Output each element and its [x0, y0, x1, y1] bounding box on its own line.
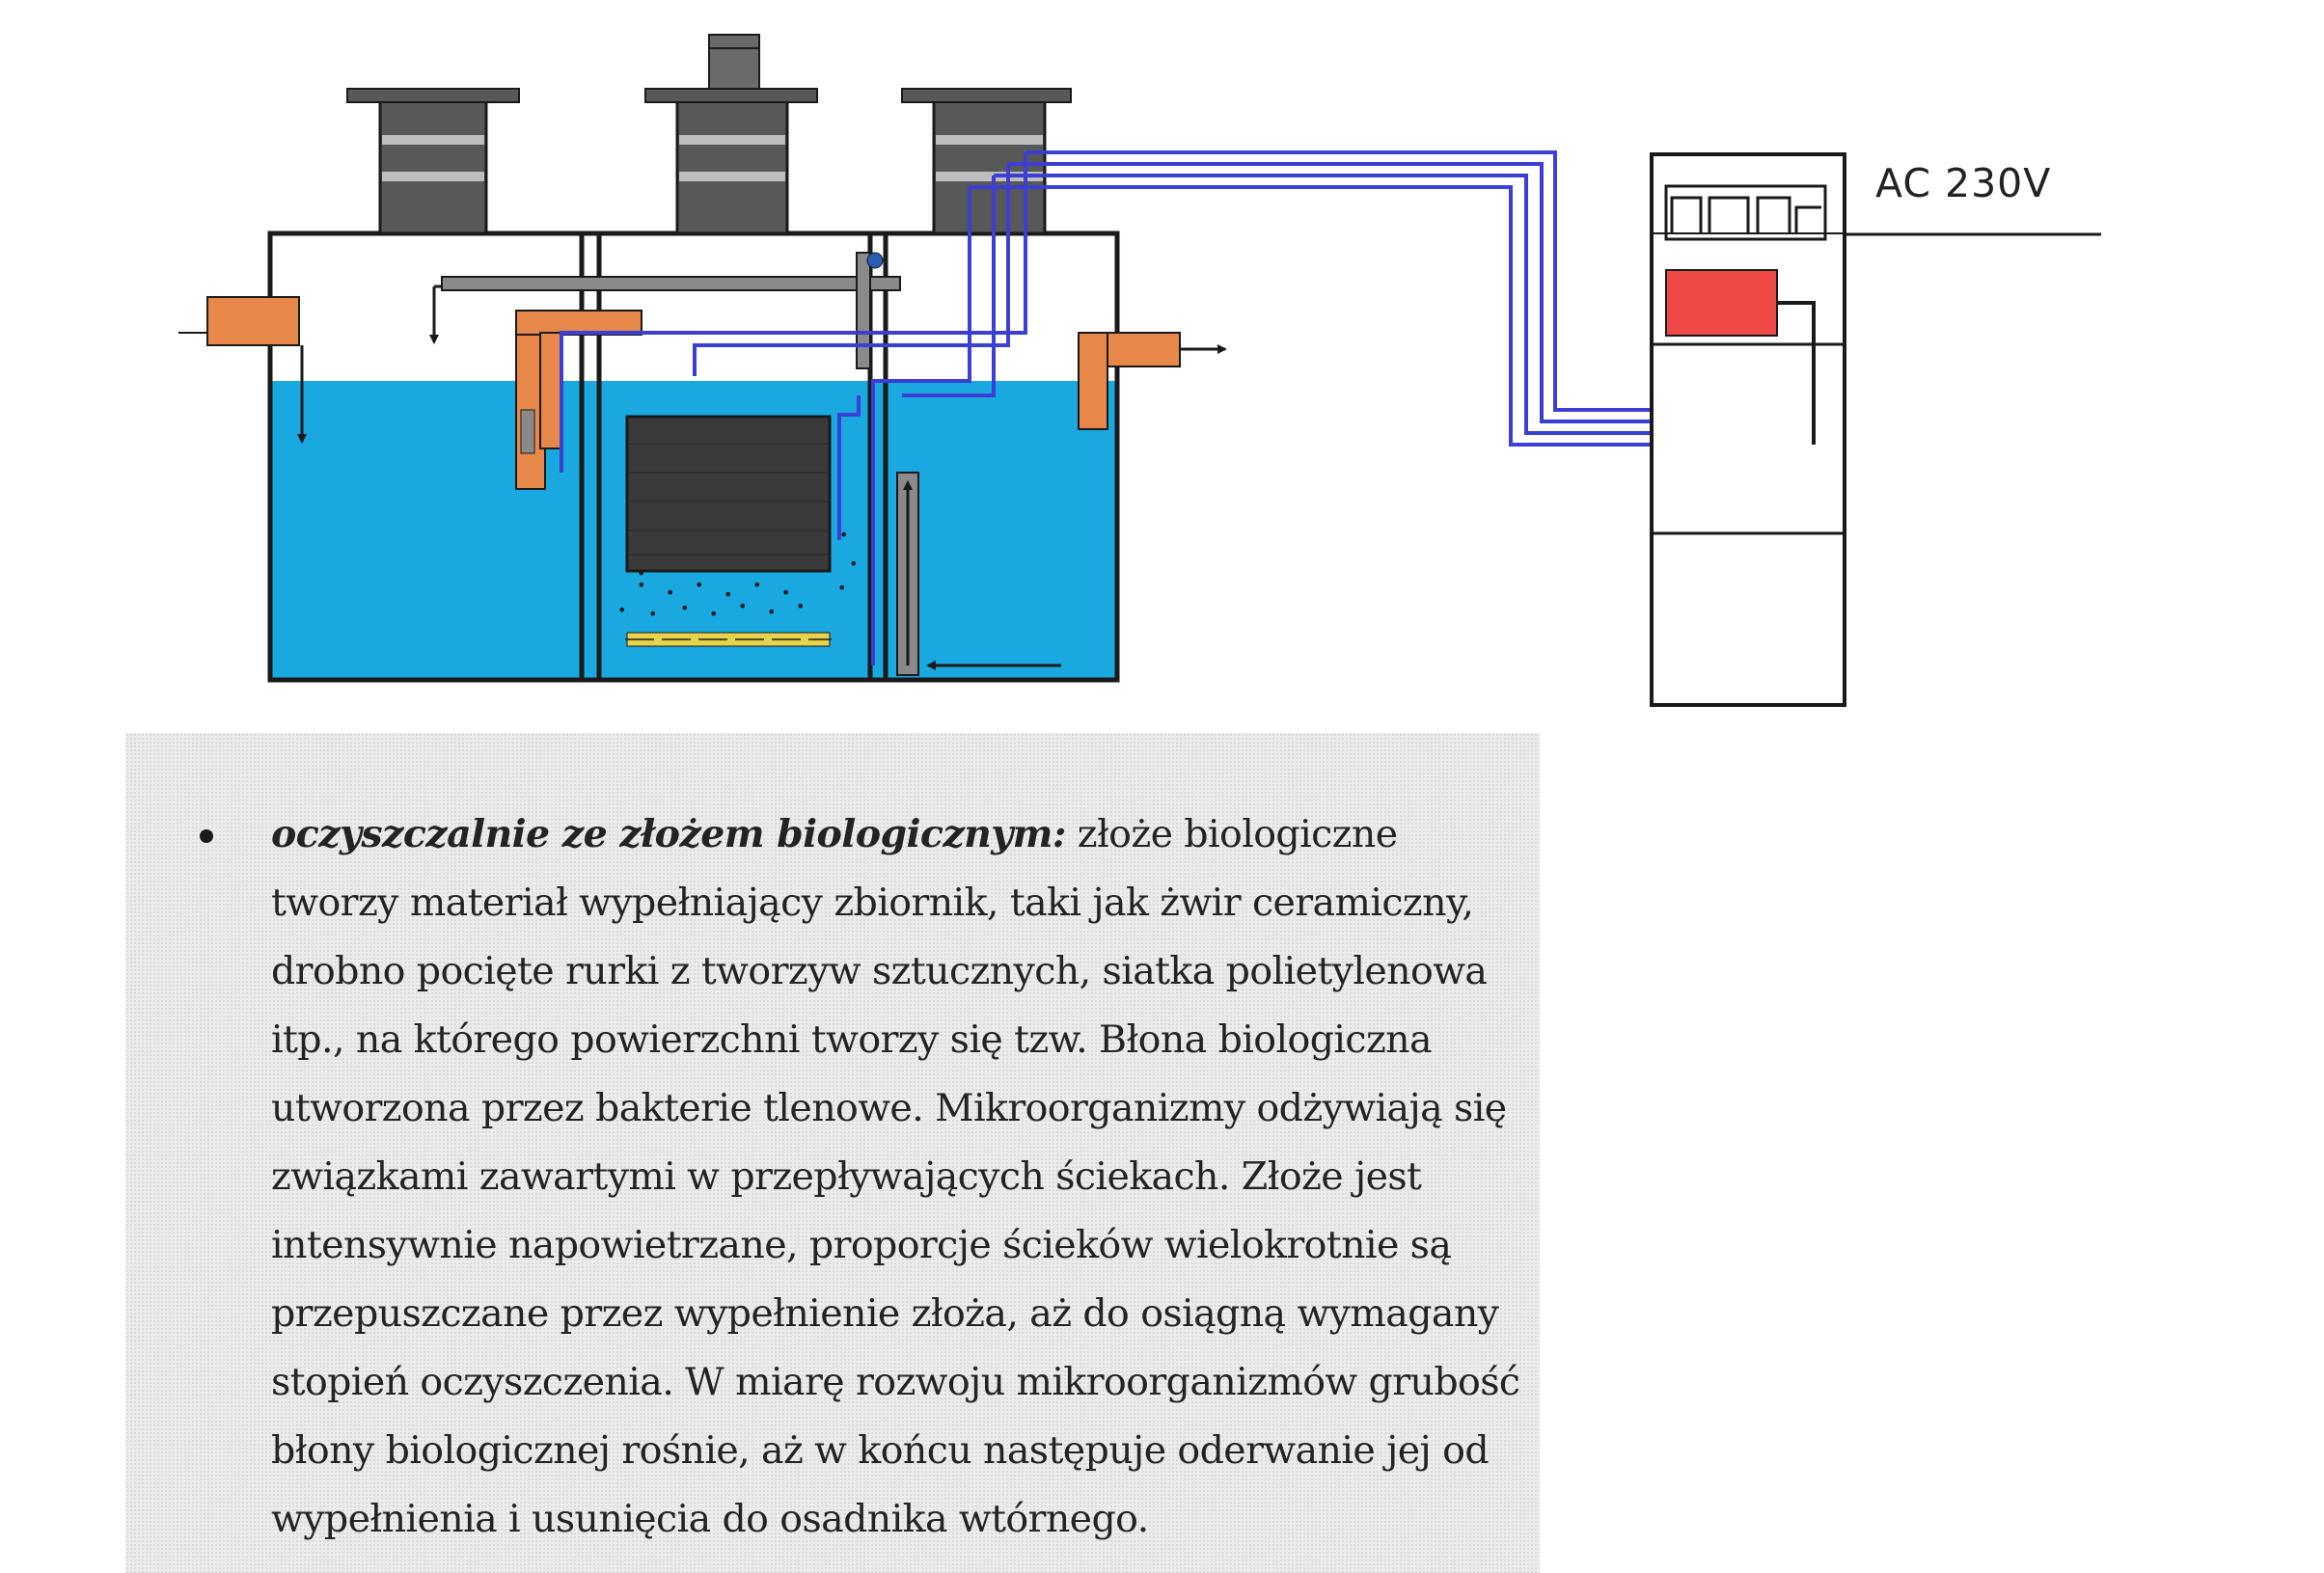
paragraph-line-2: tworzy materiał wypełniający zbiornik, t…: [271, 881, 1474, 925]
svg-text:•: •: [617, 601, 626, 619]
paragraph-line-10: błony biologicznej rośnie, aż w końcu na…: [271, 1428, 1490, 1473]
air-bubbles: ••• ••• ••• ••• ••• ••: [617, 526, 858, 623]
bullet-icon: [200, 829, 213, 843]
svg-text:•: •: [767, 603, 776, 621]
term-heading: oczyszczalnie ze złożem biologicznym:: [271, 812, 1066, 856]
biological-filter-bed: [625, 415, 832, 573]
svg-text:•: •: [648, 605, 657, 623]
power-supply-label: AC 230V: [1875, 160, 2052, 206]
svg-text:•: •: [637, 564, 645, 583]
svg-text:•: •: [666, 583, 674, 602]
airlift-pump-left: [515, 310, 643, 490]
paragraph-line-5: utworzona przez bakterie tlenowe. Mikroo…: [271, 1086, 1507, 1130]
paragraph-line-9: stopień oczyszczenia. W miarę rozwoju mi…: [271, 1360, 1520, 1404]
paragraph-line-1: oczyszczalnie ze złożem biologicznym: zł…: [271, 800, 1525, 869]
paragraph-line-3: drobno pocięte rurki z tworzyw sztucznyc…: [271, 949, 1488, 993]
paragraph-line-8: przepuszczane przez wypełnienie złoża, a…: [271, 1291, 1499, 1336]
svg-text:•: •: [837, 579, 846, 597]
svg-text:•: •: [680, 599, 689, 617]
manhole-riser-middle: [644, 34, 818, 235]
svg-text:•: •: [709, 605, 718, 623]
svg-text:•: •: [738, 597, 747, 615]
compressor-block: [1665, 269, 1778, 337]
paragraph-line-text: złoże biologiczne: [1065, 812, 1398, 856]
description-panel: [125, 733, 1540, 1573]
control-cabinet: [1650, 152, 1846, 707]
filter-bed-texture: [629, 443, 828, 556]
paragraph-line-4: itp., na którego powierzchni tworzy się …: [271, 1017, 1433, 1062]
svg-text:•: •: [637, 576, 645, 594]
cabinet-display-panel: [1664, 184, 1827, 241]
inlet-pipe: [178, 296, 307, 444]
float-switch-icon: [866, 252, 884, 269]
paragraph-line-11: wypełnienia i usunięcia do osadnika wtór…: [271, 1497, 1149, 1541]
svg-text:•: •: [839, 526, 848, 544]
recirculation-pipe: [429, 252, 901, 369]
svg-text:•: •: [849, 555, 858, 573]
paragraph-line-6: związkami zawartymi w przepływających śc…: [271, 1154, 1422, 1199]
description-paragraph: oczyszczalnie ze złożem biologicznym: zł…: [271, 800, 1525, 1554]
manhole-riser-right: [901, 88, 1072, 235]
manhole-riser-left: [346, 88, 520, 235]
svg-text:•: •: [724, 585, 732, 604]
treatment-plant-diagram: ••• ••• ••• ••• ••• ••: [178, 34, 2101, 707]
airlift-pump-right: [896, 472, 1061, 676]
svg-text:•: •: [796, 597, 805, 615]
outlet-pipe: [1078, 332, 1227, 430]
svg-text:•: •: [695, 576, 703, 594]
svg-text:•: •: [752, 576, 761, 594]
svg-text:•: •: [781, 583, 790, 602]
paragraph-line-7: intensywnie napowietrzane, proporcje ści…: [271, 1223, 1452, 1267]
